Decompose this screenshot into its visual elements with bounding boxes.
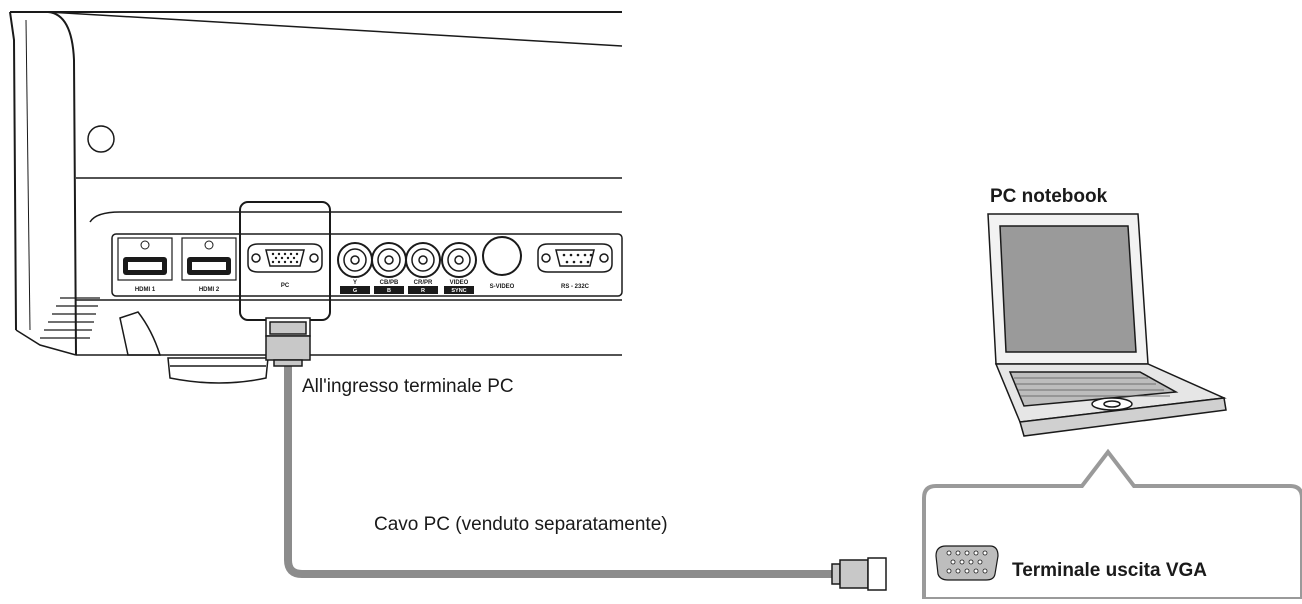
notebook-label: PC notebook: [990, 186, 1108, 207]
pc-vga-pins: [271, 252, 299, 264]
port-label-g: G: [353, 288, 357, 294]
port-label-sync: SYNC: [451, 288, 466, 294]
port-label-b: B: [387, 288, 391, 294]
vga-plug-notebook: [831, 557, 887, 591]
projector-body: [9, 11, 623, 356]
projector-vents: [40, 297, 100, 339]
port-label-hdmi2: HDMI 2: [199, 287, 220, 293]
rs232c-port: [537, 243, 613, 273]
port-label-video: VIDEO: [450, 280, 469, 286]
rca-label-bars: [340, 286, 474, 294]
rca-jacks: [337, 242, 477, 278]
port-label-hdmi1: HDMI 1: [135, 287, 156, 293]
keyboard-keys: [1014, 377, 1170, 397]
notebook-illustration: [987, 213, 1227, 437]
cable-label: Cavo PC (venduto separatamente): [374, 514, 668, 535]
screw-hole: [87, 125, 115, 153]
vga-plug-projector: [265, 317, 311, 367]
port-label-r: R: [421, 288, 425, 294]
svideo-port: [482, 236, 522, 276]
vga-output-label: Terminale uscita VGA: [1012, 560, 1207, 581]
port-label-svideo: S-VIDEO: [490, 284, 515, 290]
pc-cable-main: [284, 364, 836, 578]
port-label-cr: CR/PR: [414, 280, 433, 286]
hdmi1-port: [117, 237, 173, 281]
projector-foot: [119, 311, 269, 384]
port-label-cb: CB/PB: [380, 280, 399, 286]
vga-output-icon: [935, 545, 999, 581]
port-label-rs232c: RS - 232C: [561, 284, 590, 290]
rs232c-pins: [562, 253, 593, 264]
hdmi2-port: [181, 237, 237, 281]
connector-panel: [111, 233, 623, 297]
pc-vga-port: [247, 243, 323, 273]
port-label-pc: PC: [281, 283, 290, 289]
port-label-y: Y: [353, 280, 357, 286]
pc-input-label: All'ingresso terminale PC: [302, 376, 514, 397]
